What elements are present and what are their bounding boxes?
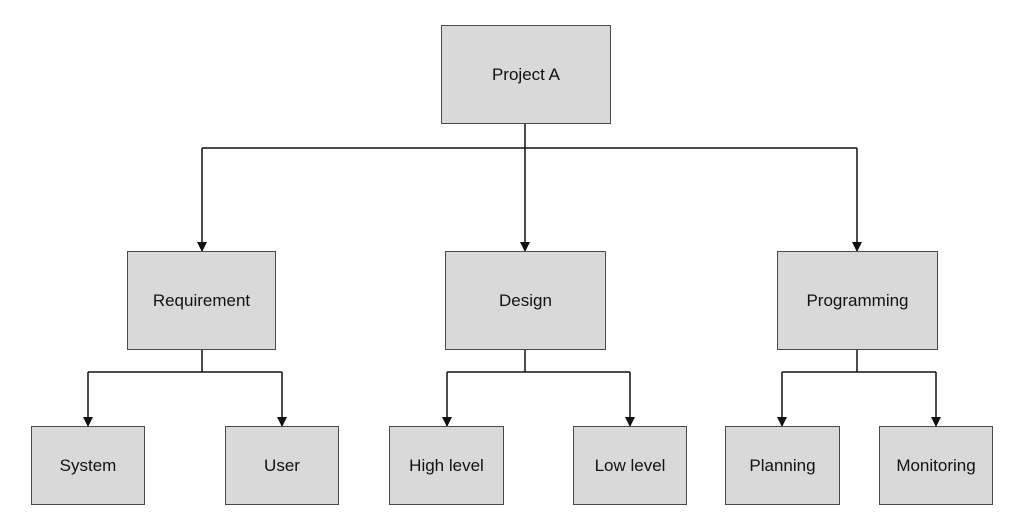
node-project-a: Project A (441, 25, 611, 124)
node-label: Design (499, 290, 552, 310)
node-user: User (225, 426, 339, 505)
node-label: User (264, 455, 300, 475)
node-monitoring: Monitoring (879, 426, 993, 505)
node-label: Requirement (152, 290, 251, 310)
node-low-level: Low level (573, 426, 687, 505)
node-label: System (59, 455, 117, 475)
node-high-level: High level (389, 426, 504, 505)
node-design: Design (445, 251, 606, 350)
node-system: System (31, 426, 145, 505)
node-requirement: Requirement (127, 251, 276, 350)
node-label: Programming (806, 290, 909, 310)
node-label: Low level (594, 455, 666, 475)
node-programming: Programming (777, 251, 938, 350)
node-label: Planning (749, 455, 816, 475)
node-label: Project A (491, 64, 561, 84)
node-planning: Planning (725, 426, 840, 505)
node-label: High level (409, 455, 484, 475)
node-label: Monitoring (896, 455, 976, 475)
